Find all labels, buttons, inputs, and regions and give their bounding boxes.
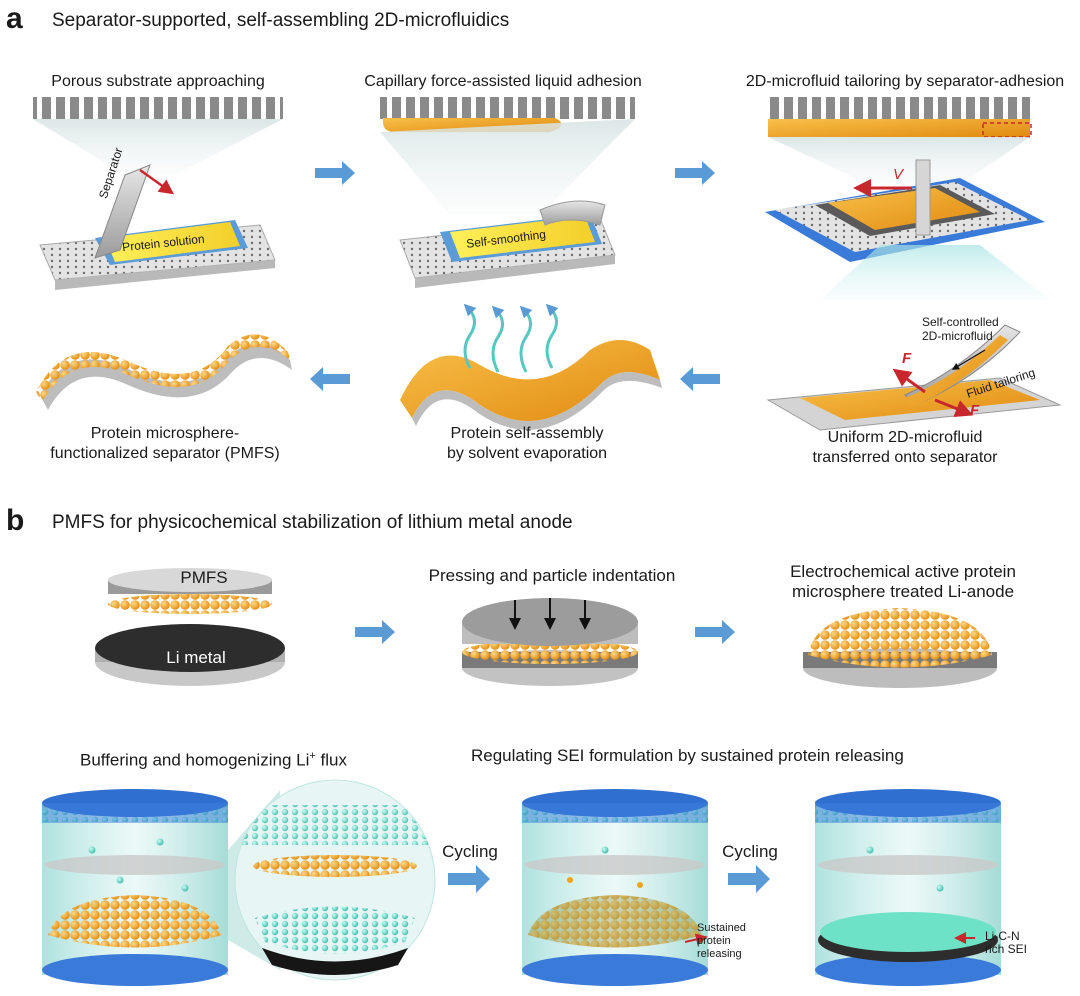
step3-title: 2D-microfluid tailoring by separator-adh…: [745, 73, 1065, 90]
regulating-label: Regulating SEI formulation by sustained …: [471, 746, 904, 765]
step2-illustration: [380, 97, 635, 288]
step5-caption: Protein self-assembly by solvent evapora…: [446, 425, 608, 462]
force-label-1: F: [902, 350, 912, 367]
step5-illustration: [400, 303, 662, 430]
step1-illustration: [33, 97, 283, 290]
step4-caption: Uniform 2D-microfluid transferred onto s…: [812, 429, 998, 466]
step4-illustration: [766, 324, 1062, 431]
li-metal-label: Li metal: [166, 648, 226, 667]
treated-anode-label: Electrochemical active protein microsphe…: [790, 562, 1016, 601]
step3-illustration: [765, 97, 1050, 300]
buffering-label: Buffering and homogenizing Li+ flux: [80, 750, 347, 770]
velocity-label: V: [893, 166, 904, 183]
panel-b-top: [95, 568, 997, 688]
panel-b-bottom: [42, 779, 1001, 986]
sei-label: Li-C-N rich SEI: [985, 929, 1028, 956]
force-label-2: F: [970, 402, 980, 419]
separator-strip: [94, 164, 151, 259]
panel-a-letter: a: [6, 2, 23, 35]
protein-solution-layer: [105, 222, 240, 262]
panel-b-title: PMFS for physicochemical stabilization o…: [52, 512, 573, 533]
pmfs-label: PMFS: [180, 568, 228, 587]
step6-caption: Protein microsphere- functionalized sepa…: [50, 425, 280, 462]
panel-a-arrows: [310, 161, 720, 391]
panel-a-title: Separator-supported, self-assembling 2D-…: [52, 10, 510, 31]
step2-title: Capillary force-assisted liquid adhesion: [364, 73, 642, 90]
sustained-label: Sustained protein releasing: [697, 922, 746, 960]
step1-title: Porous substrate approaching: [51, 73, 265, 90]
porous-substrate-comb: [33, 97, 283, 119]
self-controlled-label: Self-controlled 2D-microfluid: [922, 315, 999, 343]
cycling-label-2: Cycling: [722, 842, 778, 861]
panel-b-letter: b: [6, 504, 25, 537]
cycling-label-1: Cycling: [442, 842, 498, 861]
li-metal-disc: [95, 624, 285, 672]
step6-illustration: [36, 334, 292, 410]
pressing-label: Pressing and particle indentation: [428, 566, 676, 585]
